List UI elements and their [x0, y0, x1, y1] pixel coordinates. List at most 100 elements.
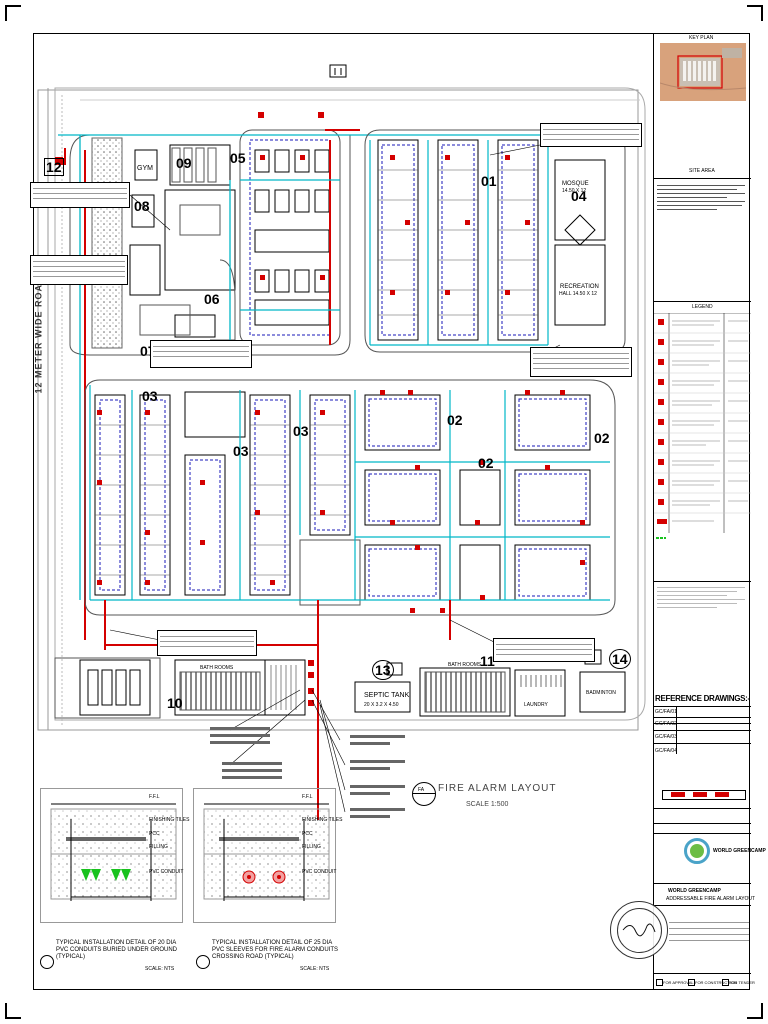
crop-mark-bl: [5, 1003, 21, 1019]
layout-title: FIRE ALARM LAYOUT: [438, 783, 557, 794]
tb-divider-1: [654, 178, 751, 179]
company-name: WORLD GREENCAMP: [713, 848, 766, 854]
zone-03-label-a: 03: [142, 388, 158, 404]
detail-right-tag: [196, 955, 210, 969]
key-plan-aerial-drawing: [660, 43, 746, 101]
detail-left-scale: SCALE: NTS: [145, 966, 175, 972]
detail-buried-conduit: F.F.L FINISHING TILES PCC FILLING PVC CO…: [40, 788, 189, 923]
detail-left-ffl: F.F.L: [149, 794, 160, 800]
crop-mark-tl: [5, 5, 21, 21]
ref-row-1: GC/FA/01: [655, 709, 677, 715]
layout-tag-circle: FA: [412, 782, 436, 806]
note-callout-zone-07: [150, 340, 252, 368]
general-notes: [657, 183, 747, 210]
fire-alarm-site-plan: [37, 64, 646, 820]
mosque-dim-label: 14.50 X 12: [562, 188, 587, 194]
zone-09-label: 09: [176, 155, 192, 171]
crop-mark-br: [747, 1003, 763, 1019]
title-block: KEY PLAN SITE AREA LEGEND: [610, 33, 766, 990]
bathrooms-right-label: BATH ROOMS: [448, 662, 482, 668]
detail-right-scale: SCALE: NTS: [300, 966, 330, 972]
detail-road-crossing-drawing: [203, 803, 330, 901]
ref-row-3: GC/FA/03: [655, 734, 677, 740]
zone-12-label: 12: [44, 158, 64, 176]
checkbox-construction[interactable]: [688, 979, 695, 986]
detail-left-row-2: PCC: [149, 831, 160, 837]
tb-divider-7: [654, 833, 751, 834]
zone-14-label: 14: [609, 649, 631, 669]
ref-row-4: GC/FA/04: [655, 748, 677, 754]
badminton-label: BADMINTON: [586, 690, 616, 696]
legend-symbols: [654, 312, 751, 539]
note-callout-zone-11: [493, 638, 595, 662]
company-logo-icon: [684, 838, 710, 864]
detail-left-title: TYPICAL INSTALLATION DETAIL OF 20 DIA PV…: [56, 940, 178, 960]
checkbox-tender-label: FOR TENDER: [729, 980, 755, 985]
signature-drawing: [622, 923, 656, 937]
tb-divider-5: [654, 808, 751, 809]
note-callout-zone-04: [530, 347, 632, 377]
site-area-label: SITE AREA: [689, 168, 715, 174]
legend-notes: [657, 585, 747, 608]
graphic-scale-bar: [662, 790, 746, 800]
zone-04-label: 04: [571, 188, 587, 204]
tb-divider-6: [654, 823, 751, 824]
tb-divider-2: [654, 301, 751, 302]
zone-03-label-c: 03: [293, 423, 309, 439]
road-label: 12 METER WIDE ROAD: [33, 276, 44, 394]
detail-right-title: TYPICAL INSTALLATION DETAIL OF 25 DIA PV…: [212, 940, 339, 960]
zone-02-label-b: 02: [594, 430, 610, 446]
laundry-label: LAUNDRY: [524, 702, 548, 708]
detail-left-row-4: PVC CONDUIT: [149, 869, 184, 875]
status-checkboxes: FOR APPROVAL FOR CONSTRUCTION FOR TENDER: [656, 978, 755, 988]
detail-right-row-2: PCC: [302, 831, 313, 837]
key-plan-aerial-image: [660, 43, 746, 101]
detail-left-row-3: FILLING: [149, 844, 168, 850]
checkbox-approval-label: FOR APPROVAL: [663, 980, 694, 985]
checkbox-approval[interactable]: [656, 979, 663, 986]
tb-divider-8: [654, 883, 751, 884]
note-callout-zone-03: [157, 630, 257, 656]
key-plan-label: KEY PLAN: [689, 35, 714, 41]
zone-02-label-c: 02: [478, 455, 494, 471]
reference-drawings-header: REFERENCE DRAWINGS:-: [655, 694, 750, 703]
detail-right-row-4: PVC CONDUIT: [302, 869, 337, 875]
crop-mark-tr: [747, 5, 763, 21]
septic-tank-dim: 20 X 3.2 X 4.50: [364, 702, 399, 708]
zone-10-label: 10: [167, 695, 183, 711]
drawing-title: ADDRESSABLE FIRE ALARM LAYOUT: [666, 896, 756, 902]
zone-11-label: 11: [480, 653, 495, 669]
layout-scale: SCALE 1:500: [466, 801, 509, 808]
checkbox-construction-label: FOR CONSTRUCTION: [695, 980, 737, 985]
gym-label: GYM: [137, 165, 153, 172]
zone-06-label: 06: [204, 291, 220, 307]
zone-13-label: 13: [372, 660, 394, 680]
detail-left-tag: [40, 955, 54, 969]
sheet-border: [33, 33, 750, 990]
bathrooms-left-label: BATH ROOMS: [200, 665, 234, 671]
note-callout-zone-08: [30, 255, 128, 285]
detail-buried-conduit-drawing: [50, 803, 177, 901]
tb-divider-10: [654, 973, 751, 974]
detail-right-ffl: F.F.L: [302, 794, 313, 800]
zone-03-label-b: 03: [233, 443, 249, 459]
legend-table: [654, 312, 751, 543]
engineer-seal-stamp: [610, 901, 668, 959]
project-name: WORLD GREENCAMP: [668, 888, 721, 894]
detail-right-row-1: FINISHING TILES: [302, 817, 343, 823]
septic-tank-label: SEPTIC TANK: [364, 692, 410, 699]
recreation-label: RECREATION: [560, 284, 599, 290]
zone-05-label: 05: [230, 150, 246, 166]
detail-road-crossing: F.F.L FINISHING TILES PCC FILLING PVC CO…: [193, 788, 342, 923]
detail-left-row-1: FINISHING TILES: [149, 817, 190, 823]
tb-divider-9: [654, 905, 751, 906]
ref-row-2: GC/FA/02: [655, 721, 677, 727]
tb-divider-3: [654, 581, 751, 582]
note-callout-zone-01: [540, 123, 642, 147]
layout-tag: FA: [418, 787, 425, 793]
zone-08-label: 08: [134, 198, 150, 214]
zone-01-label: 01: [481, 173, 497, 189]
note-callout-zone-12: [30, 182, 130, 208]
checkbox-tender[interactable]: [722, 979, 729, 986]
approval-lines: [669, 918, 749, 941]
